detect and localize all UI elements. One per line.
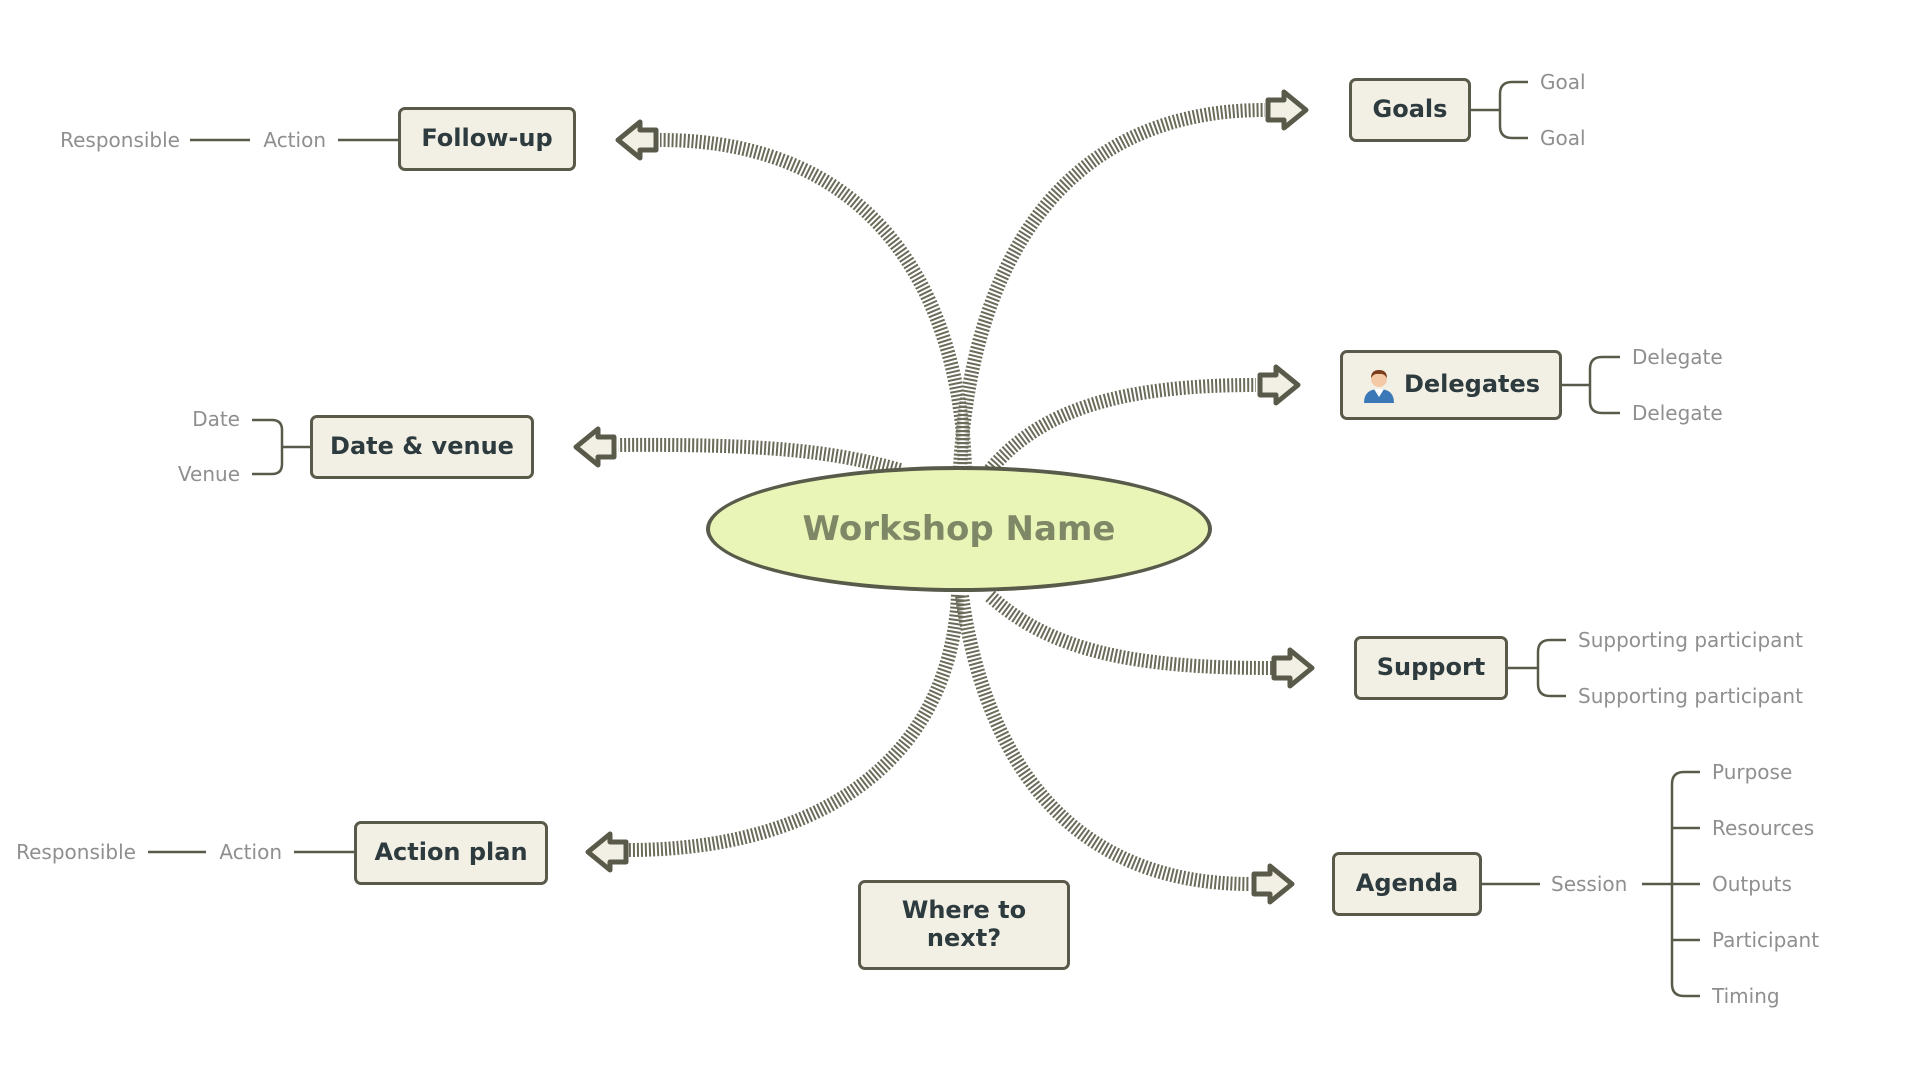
topic-goals[interactable]: Goals xyxy=(1349,78,1471,142)
topic-date-venue[interactable]: Date & venue xyxy=(310,415,534,479)
arrowheads xyxy=(573,89,1315,905)
topic-delegates-label: Delegates xyxy=(1403,370,1541,399)
leaf-venue[interactable]: Venue xyxy=(177,462,240,486)
topic-agenda[interactable]: Agenda xyxy=(1332,852,1482,916)
leaf-delegate-2[interactable]: Delegate xyxy=(1632,401,1723,425)
leaf-purpose[interactable]: Purpose xyxy=(1712,760,1793,784)
leaf-action-plan-action[interactable]: Action xyxy=(219,840,282,864)
leaf-follow-up-action[interactable]: Action xyxy=(263,128,326,152)
person-icon xyxy=(1363,370,1394,403)
topic-delegates[interactable]: Delegates xyxy=(1340,350,1562,420)
leaf-supporting-participant-2[interactable]: Supporting participant xyxy=(1578,684,1803,708)
leaf-resources[interactable]: Resources xyxy=(1712,816,1815,840)
leaf-date[interactable]: Date xyxy=(192,407,240,431)
leaf-supporting-participant-1[interactable]: Supporting participant xyxy=(1578,628,1803,652)
branch-connectors xyxy=(617,103,1273,891)
topic-action-plan[interactable]: Action plan xyxy=(354,821,548,885)
topic-where-to-next[interactable]: Where to next? xyxy=(858,880,1070,970)
central-topic[interactable]: Workshop Name xyxy=(706,466,1212,592)
leaf-session[interactable]: Session xyxy=(1551,872,1628,896)
leaf-participant[interactable]: Participant xyxy=(1712,928,1820,952)
leaf-goal-1[interactable]: Goal xyxy=(1540,70,1586,94)
leaf-timing[interactable]: Timing xyxy=(1712,984,1780,1008)
leaf-outputs[interactable]: Outputs xyxy=(1712,872,1792,896)
topic-support[interactable]: Support xyxy=(1354,636,1508,700)
topic-follow-up[interactable]: Follow-up xyxy=(398,107,576,171)
leaf-action-plan-responsible[interactable]: Responsible xyxy=(16,840,136,864)
leaf-follow-up-responsible[interactable]: Responsible xyxy=(60,128,180,152)
leaf-goal-2[interactable]: Goal xyxy=(1540,126,1586,150)
leaf-connectors xyxy=(148,80,1700,998)
leaf-delegate-1[interactable]: Delegate xyxy=(1632,345,1723,369)
